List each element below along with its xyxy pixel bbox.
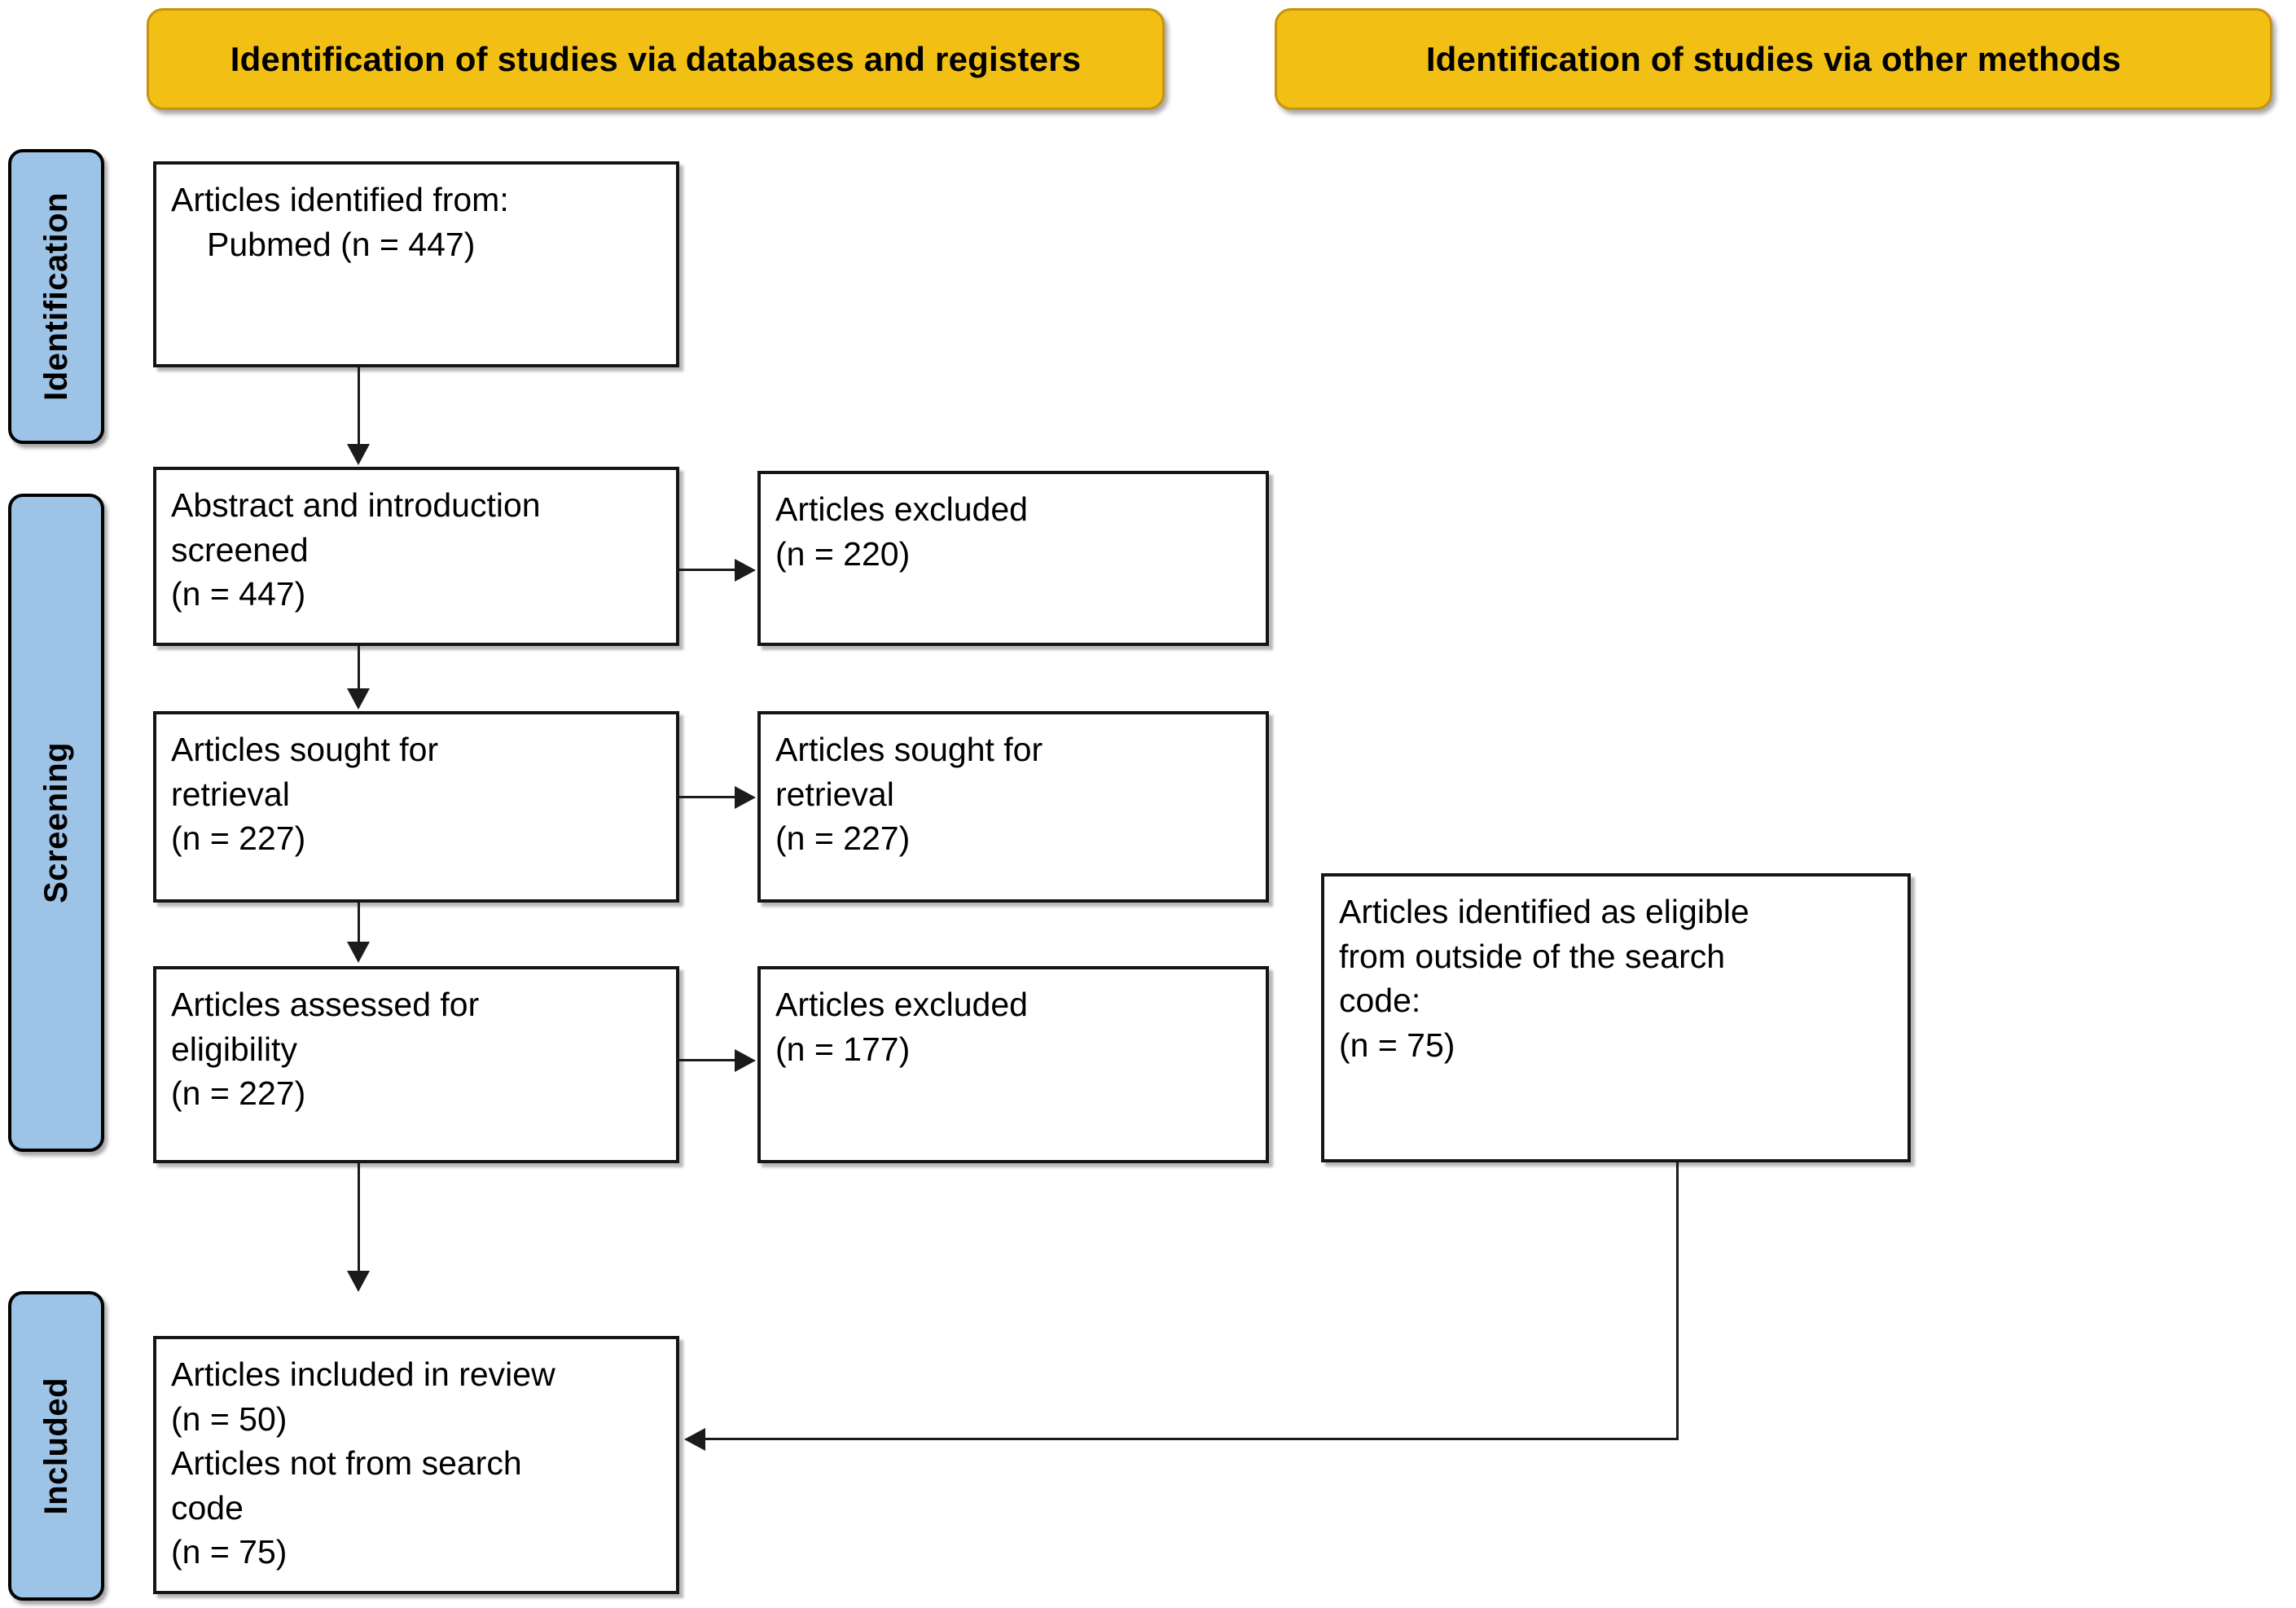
box-line: Articles included in review [171,1355,555,1393]
banner-other-methods: Identification of studies via other meth… [1275,8,2272,110]
stage-tab-screening: Screening [8,494,104,1152]
arrowhead-down-identified-to-screened [347,444,370,465]
connector-outside-vertical [1676,1162,1679,1439]
box-line: screened [171,530,309,569]
stage-tab-included-label: Included [37,1377,74,1515]
connector-sought-left-to-right [679,796,736,798]
box-line: from outside of the search [1339,937,1726,975]
arrowhead-down-screened-to-sought [347,688,370,710]
arrowhead-down-sought-to-assessed [347,942,370,963]
box-abstract-introduction-screened: Abstract and introduction screened (n = … [153,467,679,646]
box-line: (n = 75) [171,1533,288,1571]
box-line: (n = 227) [775,819,911,858]
stage-tab-identification-label: Identification [37,192,74,401]
box-line: code [171,1488,244,1527]
stage-tab-included: Included [8,1291,104,1601]
arrowhead-right-sought-left-to-right [735,786,756,809]
box-line: retrieval [171,775,290,813]
box-line: Abstract and introduction [171,486,541,524]
box-articles-excluded-eligibility: Articles excluded (n = 177) [757,966,1269,1163]
box-line: (n = 447) [171,575,306,613]
box-articles-sought-for-retrieval-left: Articles sought for retrieval (n = 227) [153,711,679,903]
box-line: Articles identified from: [171,181,509,218]
banner-databases-registers-label: Identification of studies via databases … [230,39,1082,78]
connector-outside-horizontal [705,1438,1679,1440]
box-articles-identified-from: Articles identified from: Pubmed (n = 44… [153,161,679,367]
banner-other-methods-label: Identification of studies via other meth… [1425,39,2122,78]
box-line: Articles excluded [775,986,1028,1023]
box-line: eligibility [171,1030,297,1068]
connector-screened-to-excluded [679,569,736,571]
box-articles-identified-outside-search-code: Articles identified as eligible from out… [1321,873,1911,1162]
box-line: Articles identified as eligible [1339,893,1749,930]
box-line: (n = 75) [1339,1026,1455,1064]
banner-databases-registers: Identification of studies via databases … [147,8,1165,110]
box-line: Articles sought for [775,731,1043,768]
box-articles-excluded-screening: Articles excluded (n = 220) [757,471,1269,646]
connector-identified-to-screened [358,367,360,459]
box-line: Articles sought for [171,731,439,768]
connector-assessed-to-excluded [679,1059,736,1061]
box-line: Articles not from search [171,1444,522,1483]
arrowhead-right-assessed-to-excluded [735,1049,756,1072]
arrowhead-right-screened-to-excluded [735,559,756,582]
connector-assessed-to-included [358,1163,360,1285]
box-line: (n = 227) [171,1074,306,1113]
box-line: (n = 177) [775,1030,911,1068]
box-line: Pubmed (n = 447) [207,225,476,263]
box-line: Articles excluded [775,490,1028,528]
box-articles-included-in-review: Articles included in review (n = 50) Art… [153,1336,679,1594]
stage-tab-screening-label: Screening [37,742,74,903]
box-articles-assessed-for-eligibility: Articles assessed for eligibility (n = 2… [153,966,679,1163]
stage-tab-identification: Identification [8,149,104,444]
connector-screened-to-sought [358,646,360,701]
box-articles-sought-for-retrieval-right: Articles sought for retrieval (n = 227) [757,711,1269,903]
connector-sought-to-assessed [358,903,360,953]
arrowhead-down-assessed-to-included [347,1271,370,1292]
box-line: (n = 220) [775,534,911,573]
box-line: Articles assessed for [171,986,480,1023]
box-line: (n = 50) [171,1399,288,1438]
box-line: code: [1339,982,1421,1020]
box-line: (n = 227) [171,819,306,858]
box-line: retrieval [775,775,894,813]
arrowhead-left-outside-to-included [684,1428,705,1451]
